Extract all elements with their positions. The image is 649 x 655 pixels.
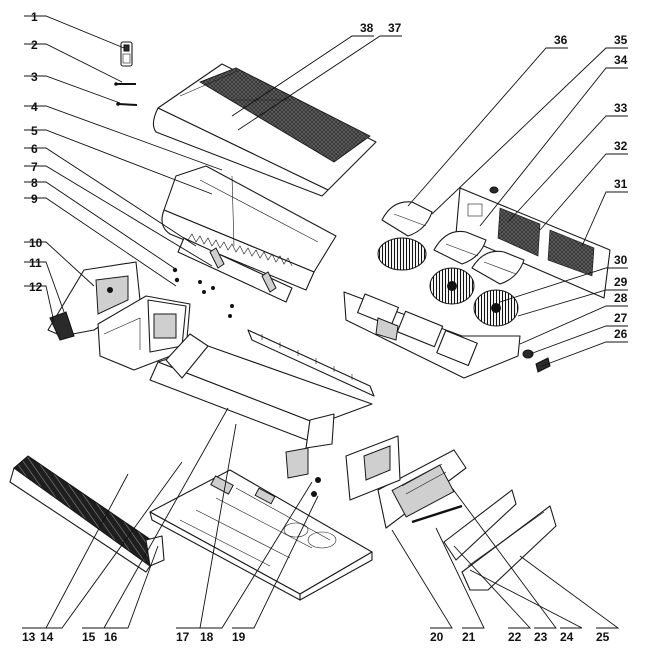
- part-louver-assembly: [177, 233, 293, 303]
- part-remote-control: [120, 41, 133, 67]
- leader-lines: [22, 15, 628, 629]
- callout-31: 31: [614, 177, 628, 191]
- callout-4: 4: [31, 100, 38, 114]
- part-pin-2: [114, 82, 136, 86]
- callout-27: 27: [614, 311, 628, 325]
- part-base-plate: [149, 469, 373, 601]
- callout-23: 23: [534, 630, 548, 644]
- callout-21: 21: [462, 630, 476, 644]
- part-air-filter: [9, 455, 165, 573]
- callout-34: 34: [614, 53, 628, 67]
- callout-30: 30: [614, 253, 628, 267]
- callout-17: 17: [176, 630, 190, 644]
- callout-1: 1: [31, 10, 38, 24]
- part-fan-lower-frame: [343, 291, 521, 379]
- callout-22: 22: [508, 630, 522, 644]
- part-screws: [172, 267, 234, 318]
- callout-16: 16: [104, 630, 118, 644]
- part-left-bracket: [97, 295, 191, 371]
- part-pin-3: [116, 102, 138, 106]
- callout-3: 3: [31, 70, 38, 84]
- callout-35: 35: [614, 33, 628, 47]
- part-left-side-cover: [47, 261, 141, 341]
- part-small-fittings: [522, 349, 551, 373]
- part-blower-wheels: [377, 237, 519, 327]
- callout-labels: 1 2 3 4 5 6 7 8 9 10 11 12 13 14 15 16 1…: [22, 10, 628, 644]
- callout-6: 6: [31, 142, 38, 156]
- callout-24: 24: [560, 630, 574, 644]
- callout-13: 13: [22, 630, 36, 644]
- callout-18: 18: [200, 630, 214, 644]
- callout-28: 28: [614, 291, 628, 305]
- callout-11: 11: [29, 256, 42, 270]
- callout-19: 19: [232, 630, 246, 644]
- callout-36: 36: [554, 33, 568, 47]
- callout-26: 26: [614, 327, 628, 341]
- callout-37: 37: [388, 21, 402, 35]
- callout-38: 38: [360, 21, 374, 35]
- callout-9: 9: [31, 192, 38, 206]
- part-scroll-housings: [381, 201, 525, 285]
- callout-2: 2: [31, 38, 38, 52]
- part-back-mounting-plate: [455, 186, 611, 299]
- callout-7: 7: [31, 160, 38, 174]
- callout-29: 29: [614, 275, 628, 289]
- callout-20: 20: [430, 630, 444, 644]
- callout-14: 14: [40, 630, 54, 644]
- callout-10: 10: [29, 236, 43, 250]
- callout-15: 15: [82, 630, 96, 644]
- callout-5: 5: [31, 124, 38, 138]
- callout-12: 12: [29, 280, 43, 294]
- callout-25: 25: [596, 630, 610, 644]
- part-top-grille-panel: [152, 63, 377, 197]
- part-control-box: [345, 435, 467, 529]
- part-evaporator-frame: [149, 329, 375, 479]
- part-right-side-covers: [443, 489, 557, 591]
- callout-33: 33: [614, 101, 628, 115]
- callout-32: 32: [614, 139, 628, 153]
- callout-8: 8: [31, 176, 38, 190]
